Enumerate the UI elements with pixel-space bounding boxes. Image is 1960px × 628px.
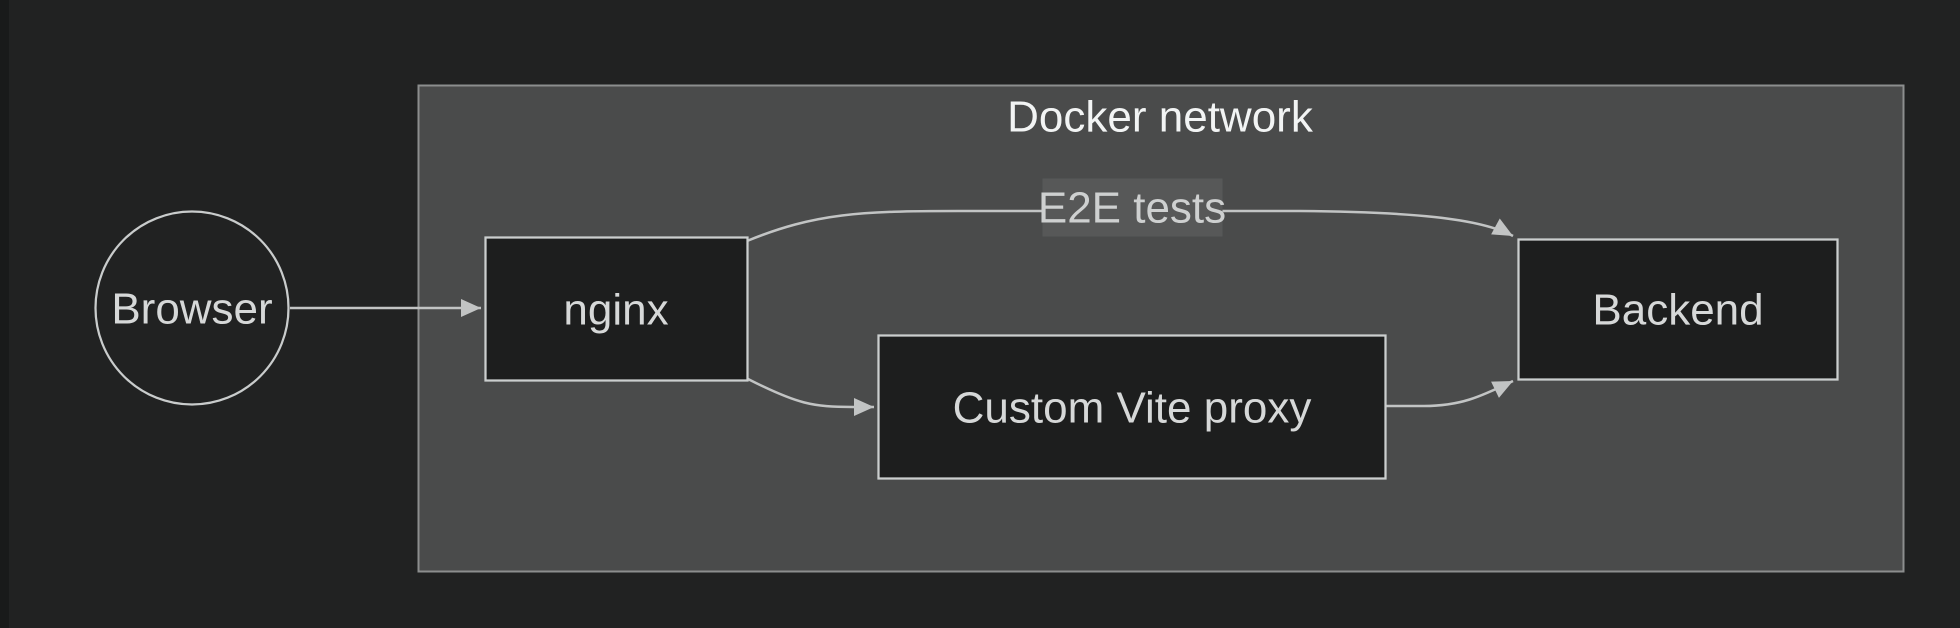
- node-custom-vite-proxy: Custom Vite proxy: [877, 334, 1387, 480]
- node-nginx-label: nginx: [563, 286, 668, 335]
- node-browser-shape: [94, 210, 290, 406]
- node-browser-label: Browser: [111, 285, 272, 334]
- docker-network-cluster-title: Docker network: [1007, 93, 1314, 142]
- node-backend: Backend: [1517, 238, 1839, 381]
- node-nginx-shape: [484, 236, 749, 382]
- node-backend-shape: [1517, 238, 1839, 381]
- edge-label-e2e-tests: E2E tests: [1038, 178, 1226, 237]
- node-nginx: nginx: [484, 236, 749, 382]
- node-custom-vite-proxy-shape: [877, 334, 1387, 480]
- edge-label-e2e-tests-text: E2E tests: [1038, 184, 1226, 233]
- node-backend-label: Backend: [1592, 286, 1763, 335]
- edge-nginx-to-vite-proxy: [747, 377, 874, 416]
- edge-label-e2e-tests-bg: [1042, 178, 1223, 237]
- node-custom-vite-proxy-label: Custom Vite proxy: [953, 384, 1312, 433]
- edge-vite-proxy-to-backend: [1386, 379, 1514, 408]
- left-edge-strip: [0, 0, 9, 628]
- node-browser: Browser: [94, 210, 290, 406]
